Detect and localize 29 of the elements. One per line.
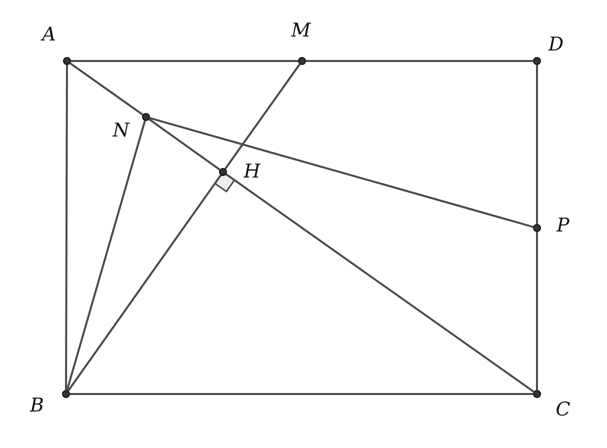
point (62, 390, 70, 398)
line-segment (65, 65, 68, 390)
line-segment (226, 174, 534, 392)
point (219, 168, 227, 176)
line-segment (150, 117, 534, 228)
point (142, 113, 150, 121)
line-segment (148, 118, 220, 170)
line-segment (68, 174, 222, 392)
point-label: M (291, 22, 311, 40)
point-label: P (556, 216, 570, 236)
line-segment (306, 60, 533, 62)
point-label: A (42, 26, 56, 44)
point (533, 390, 541, 398)
point-label: H (244, 162, 260, 182)
line-segment (70, 393, 533, 395)
point-label: D (548, 36, 564, 54)
point-label: C (556, 400, 570, 420)
point (63, 57, 71, 65)
line-segment (71, 60, 298, 62)
line-segment (70, 62, 144, 116)
point (298, 57, 306, 65)
point (533, 224, 541, 232)
point-label: N (112, 122, 130, 140)
line-segment (224, 64, 300, 170)
point (533, 57, 541, 65)
line-segment (536, 232, 538, 390)
line-segment (66, 120, 146, 390)
line-segment (536, 65, 538, 224)
point-label: B (30, 396, 44, 416)
